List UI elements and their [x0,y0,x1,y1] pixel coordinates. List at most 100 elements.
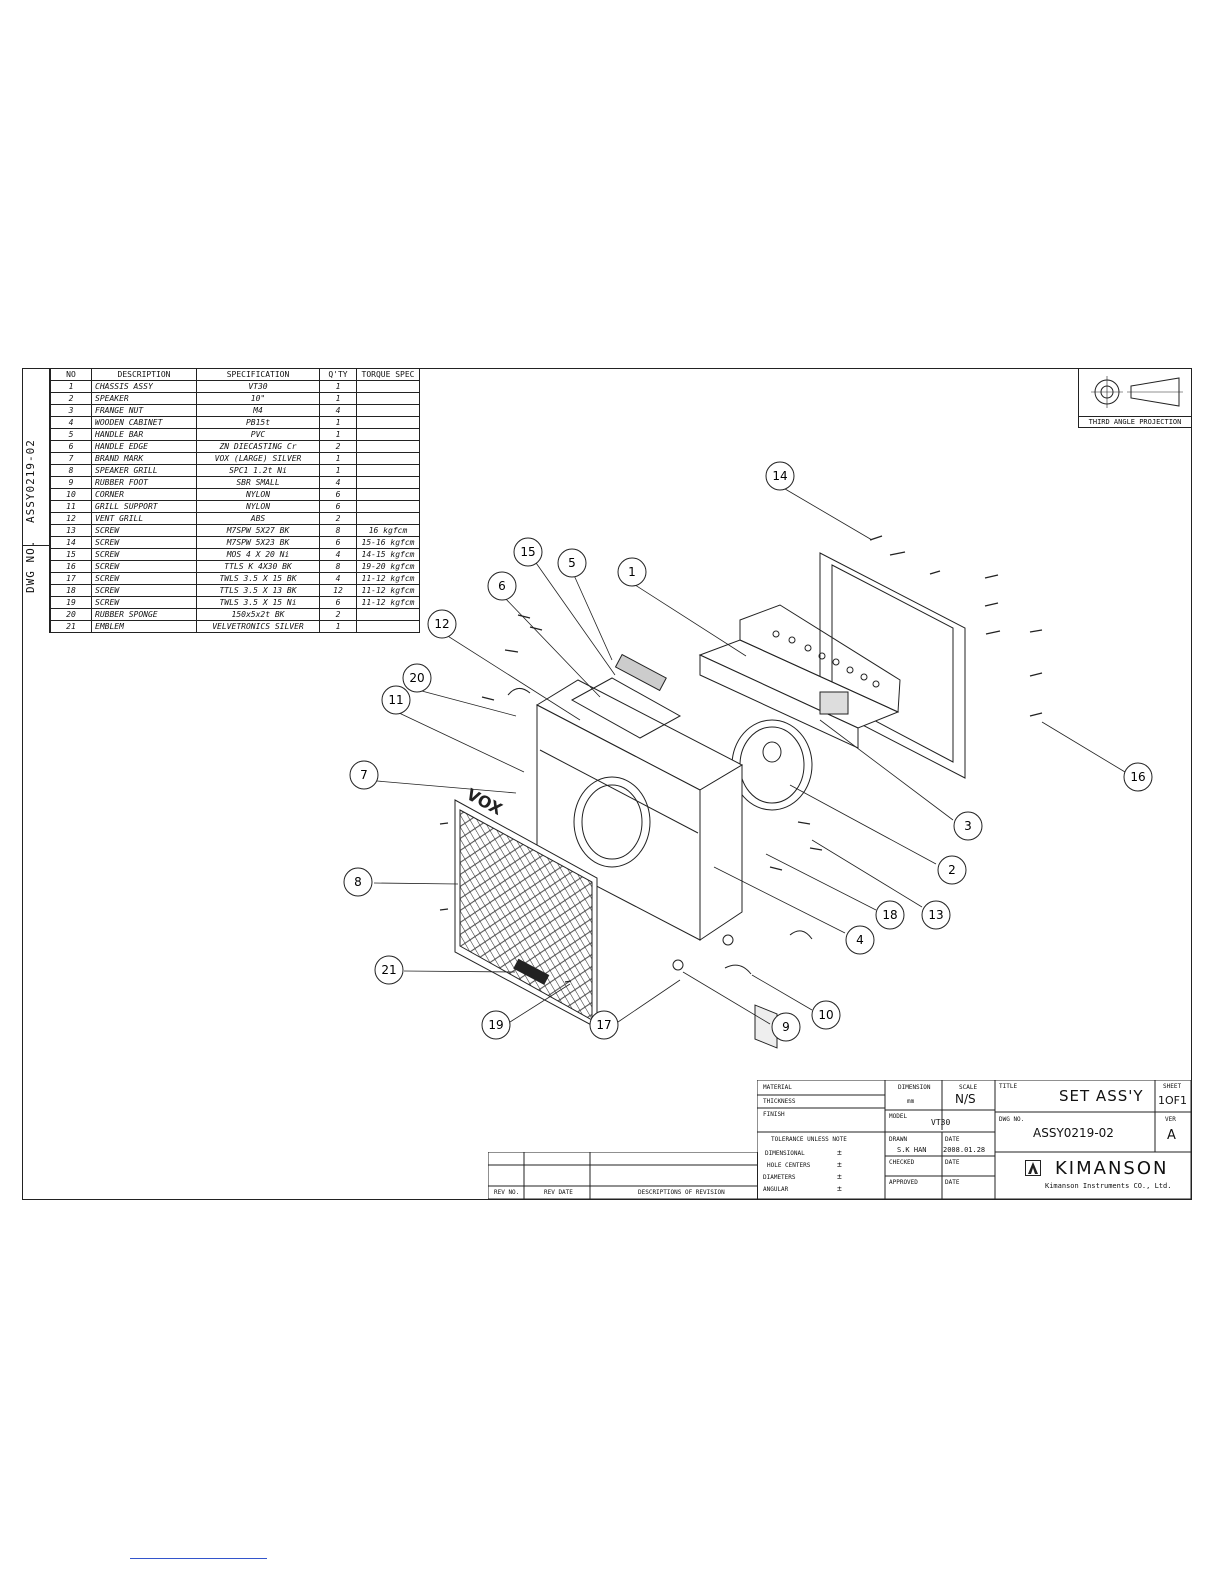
callout-17: 3 [953,811,983,841]
callout-10: 8 [343,867,373,897]
projection-caption: THIRD ANGLE PROJECTION [1079,416,1191,426]
pm-diameters: ± [837,1172,842,1181]
callout-circle [513,537,543,567]
side-divider [22,545,50,546]
callout-13: 17 [589,1010,619,1040]
callout-number: 7 [360,768,368,782]
callout-number: 13 [928,908,943,922]
callout-6: 12 [427,609,457,639]
approved-label: APPROVED [889,1179,918,1186]
callout-number: 14 [772,469,787,483]
rev-date-label: REV DATE [544,1189,573,1196]
checked-label: CHECKED [889,1159,915,1166]
title-value: SET ASS'Y [1059,1087,1144,1105]
footer-link-underline [130,1558,267,1559]
callout-circle [845,925,875,955]
callout-circle [921,900,951,930]
title-label: TITLE [999,1083,1018,1090]
callout-3: 5 [557,548,587,578]
callout-21: 4 [845,925,875,955]
bom-cell-no: 21 [50,620,92,633]
sheet-value: 1OF1 [1158,1094,1187,1107]
kimanson-logo-icon [1025,1160,1041,1176]
bom-header-row: NO DESCRIPTION SPECIFICATION Q'TY TORQUE… [50,368,420,381]
callout-number: 4 [856,933,864,947]
callout-19: 13 [921,900,951,930]
dimensional-label: DIMENSIONAL [765,1150,805,1157]
callout-circle [1123,762,1153,792]
callout-circle [349,760,379,790]
sheet-label: SHEET [1163,1083,1182,1090]
ver-value: A [1167,1128,1176,1143]
callout-18: 2 [937,855,967,885]
callout-circle [765,461,795,491]
callout-15: 10 [811,1000,841,1030]
dwg-no-value: ASSY0219-02 [1033,1126,1114,1140]
callout-7: 20 [402,663,432,693]
drawing-frame [22,368,1192,1200]
callout-20: 18 [875,900,905,930]
callout-circle [937,855,967,885]
rev-no-label: REV NO. [494,1189,520,1196]
callout-5: 6 [487,571,517,601]
dwg-no-side-column: DWG NO. ASSY0219-02 [22,368,50,633]
drawn-value: S.K HAN [897,1146,927,1154]
drawn-label: DRAWN [889,1136,908,1143]
company-name: KIMANSON [1055,1158,1169,1179]
ver-label: VER [1165,1116,1176,1123]
callout-number: 5 [568,556,576,570]
callout-number: 1 [628,565,636,579]
callout-circle [374,955,404,985]
diameters-label: DIAMETERS [763,1174,796,1181]
callout-number: 10 [818,1008,833,1022]
callout-11: 21 [374,955,404,985]
wooden-cabinet [535,653,744,941]
callout-number: 3 [964,819,972,833]
callout-number: 2 [948,863,956,877]
checked-date-label: DATE [945,1159,960,1166]
approved-date-label: DATE [945,1179,960,1186]
material-label: MATERIAL [763,1084,792,1091]
callout-number: 17 [596,1018,611,1032]
callout-circle [557,548,587,578]
callout-1: 14 [765,461,795,491]
title-block: MATERIAL THICKNESS FINISH TOLERANCE UNLE… [757,1080,1191,1199]
callout-2: 15 [513,537,543,567]
scale-label: SCALE [959,1084,978,1091]
thickness-label: THICKNESS [763,1098,796,1105]
callout-number: 11 [388,693,403,707]
callout-circle [953,811,983,841]
callout-circle [811,1000,841,1030]
callout-16: 16 [1123,762,1153,792]
callout-number: 16 [1130,770,1145,784]
callout-9: 7 [349,760,379,790]
callout-number: 9 [782,1020,790,1034]
scale-value: N/S [955,1092,976,1106]
pm-hole-centers: ± [837,1160,842,1169]
dimension-value: mm [907,1098,915,1105]
callout-circle [427,609,457,639]
callout-circle [343,867,373,897]
callout-number: 21 [381,963,396,977]
callout-number: 15 [520,545,535,559]
bom-table: NO DESCRIPTION SPECIFICATION Q'TY TORQUE… [50,368,420,633]
callout-number: 19 [488,1018,503,1032]
date-value: 2008.01.28 [943,1146,986,1154]
callout-8: 11 [381,685,411,715]
model-value: VT30 [931,1118,951,1127]
model-label: MODEL [889,1113,908,1120]
callout-number: 12 [434,617,449,631]
callout-circle [617,557,647,587]
callout-14: 9 [771,1012,801,1042]
angular-label: ANGULAR [763,1186,789,1193]
